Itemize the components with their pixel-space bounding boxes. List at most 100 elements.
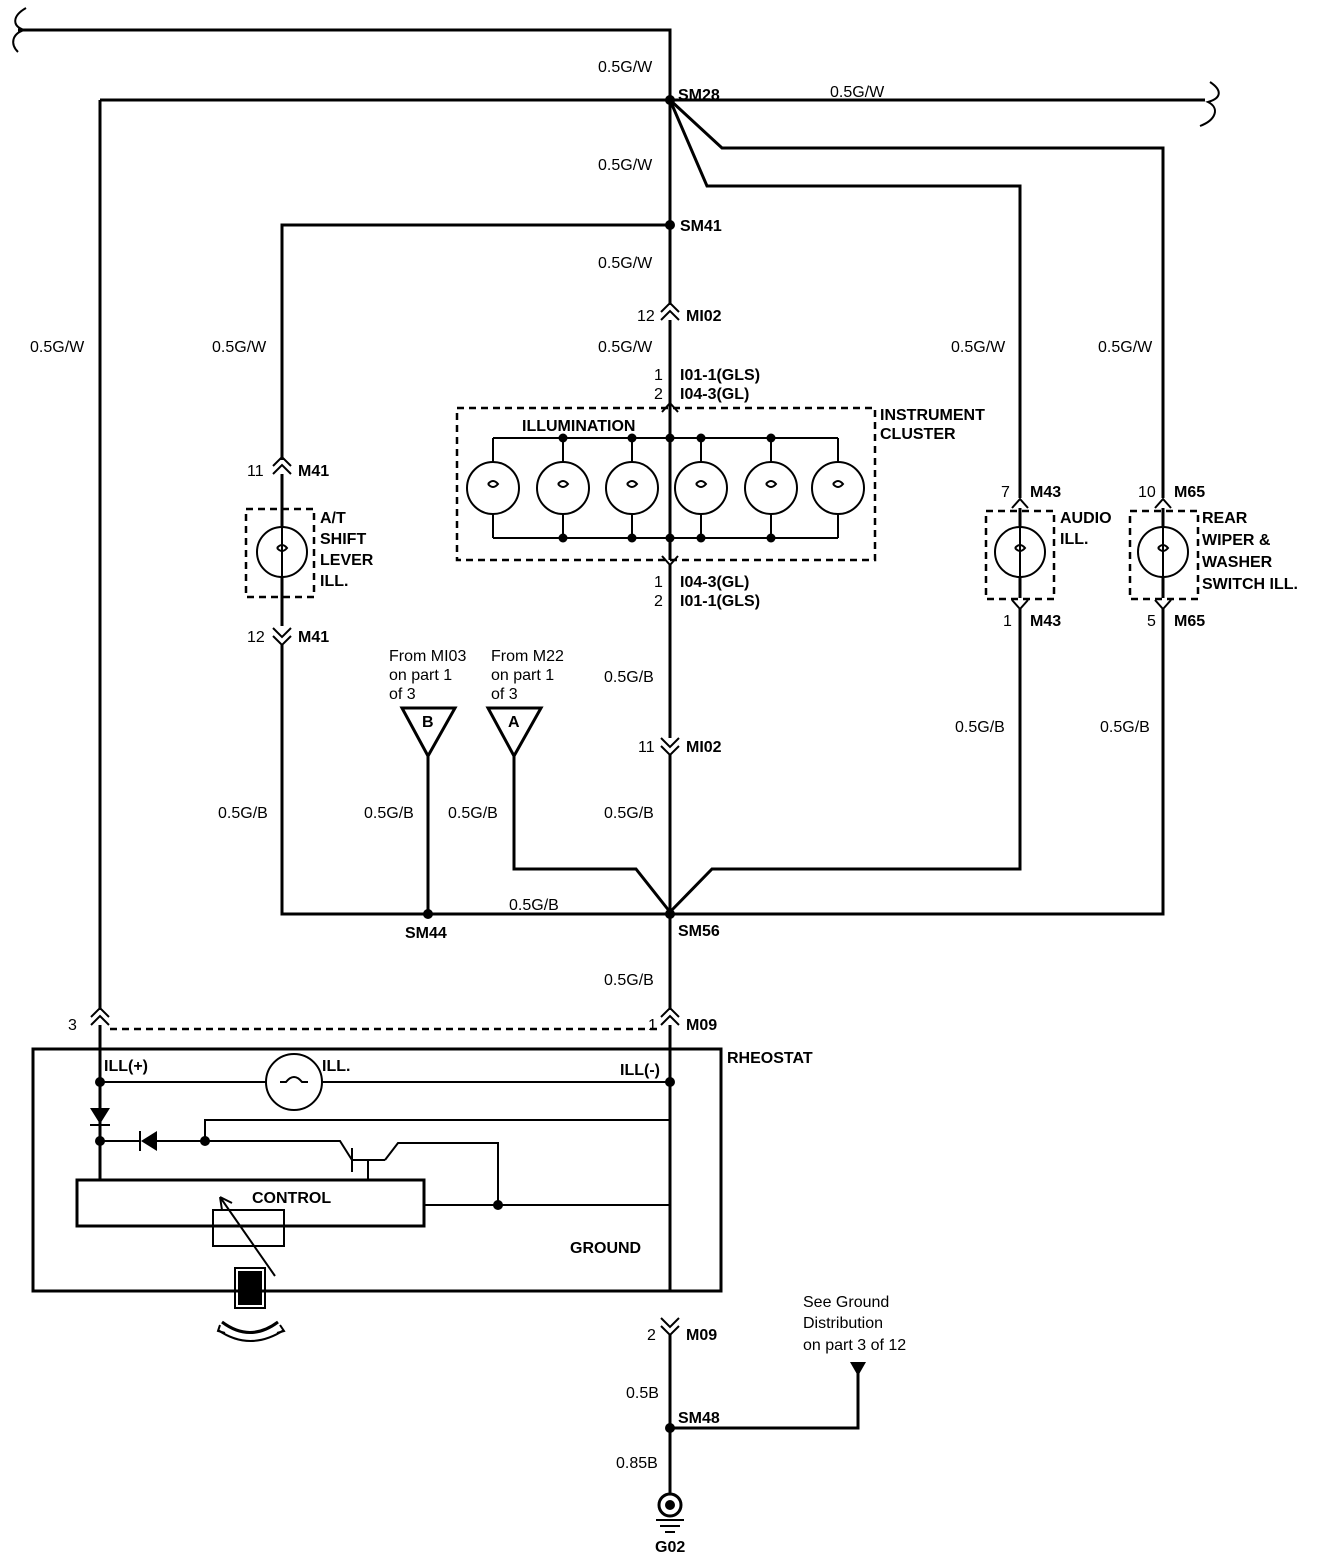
connector-mi02-11: [660, 737, 680, 757]
pin-11-mi02: 11: [638, 739, 655, 756]
connector-m65-5: [1154, 599, 1172, 611]
ground-g02-label: G02: [655, 1539, 685, 1556]
ground-label: GROUND: [570, 1240, 641, 1257]
ref-b-note-1: From MI03: [389, 648, 466, 665]
wire-label-at-top: 0.5G/W: [212, 339, 267, 356]
ground-dist-note-3: on part 3 of 12: [803, 1337, 906, 1354]
diode-horizontal-icon: [141, 1131, 157, 1151]
rheostat-label: RHEOSTAT: [727, 1050, 813, 1067]
wire-label-audio-top: 0.5G/W: [951, 339, 1006, 356]
instrument-cluster-label-2: CLUSTER: [880, 426, 956, 443]
splice-sm41-label: SM41: [680, 218, 722, 235]
connector-m41-bottom-label: M41: [298, 629, 329, 646]
ref-a-note-3: of 3: [491, 686, 518, 703]
wire-label-mi02-cluster: 0.5G/W: [598, 339, 653, 356]
wire-label-left-feed: 0.5G/W: [30, 339, 85, 356]
ref-b-triangle: [399, 706, 458, 760]
connector-m43-top-label: M43: [1030, 484, 1061, 501]
pin-12-m41: 12: [247, 629, 265, 646]
connector-i01-bottom: I01-1(GLS): [680, 593, 760, 610]
diode-vertical-icon: [90, 1108, 110, 1124]
instrument-cluster-label-1: INSTRUMENT: [880, 407, 985, 424]
at-shift-label-2: SHIFT: [320, 531, 366, 548]
pin-2-m09: 2: [647, 1327, 656, 1344]
wire-label-at-bottom: 0.5G/B: [218, 805, 268, 822]
pin-2-cluster-top: 2: [654, 386, 663, 403]
at-shift-label-3: LEVER: [320, 552, 374, 569]
ill-plus-label: ILL(+): [104, 1058, 148, 1075]
illumination-label: ILLUMINATION: [522, 418, 635, 435]
ref-b-note-2: on part 1: [389, 667, 452, 684]
wire-label-top-right: 0.5G/W: [830, 84, 885, 101]
connector-m09-top-label: M09: [686, 1017, 717, 1034]
connector-m65-10: [1154, 497, 1172, 509]
connector-mi02-12: [660, 301, 680, 321]
variable-resistor-arrow-icon: [219, 1196, 276, 1277]
connector-mi02-label-top: MI02: [686, 308, 722, 325]
connector-m43-bottom-label: M43: [1030, 613, 1061, 630]
splice-sm28-dot: [665, 95, 675, 105]
connector-m41-11: [272, 455, 292, 475]
ref-a-note-1: From M22: [491, 648, 564, 665]
splice-sm28-label: SM28: [678, 87, 720, 104]
connector-m65-top-label: M65: [1174, 484, 1205, 501]
connector-m41-12: [272, 627, 292, 647]
splice-sm56-label: SM56: [678, 923, 720, 940]
connector-m43-7: [1011, 497, 1029, 509]
connector-m09-bottom-label: M09: [686, 1327, 717, 1344]
rear-wiper-label-1: REAR: [1202, 510, 1248, 527]
rear-wiper-box: [1128, 509, 1200, 601]
at-shift-label-1: A/T: [320, 510, 346, 527]
wire-label-rear-bottom: 0.5G/B: [1100, 719, 1150, 736]
connector-m09-3: [90, 1006, 110, 1026]
wire-label-audio-bottom: 0.5G/B: [955, 719, 1005, 736]
splice-sm48-label: SM48: [678, 1410, 720, 1427]
ill-minus-label: ILL(-): [620, 1062, 660, 1079]
pin-1-m43: 1: [1003, 613, 1012, 630]
control-label: CONTROL: [252, 1190, 331, 1207]
wire-label-cluster-mi02: 0.5G/B: [604, 669, 654, 686]
wire-label-sm48-g02: 0.85B: [616, 1455, 658, 1472]
connector-m43-1: [1011, 599, 1029, 611]
connector-m09-2: [660, 1317, 680, 1337]
wire-label-sm28-sm41: 0.5G/W: [598, 157, 653, 174]
wire-label-sm41-mi02: 0.5G/W: [598, 255, 653, 272]
wire-label-top: 0.5G/W: [598, 59, 653, 76]
wire-label-rear-top: 0.5G/W: [1098, 339, 1153, 356]
ref-a-triangle: [485, 706, 544, 760]
rear-wiper-label-3: WASHER: [1202, 554, 1273, 571]
pin-1-m09: 1: [648, 1017, 657, 1034]
variable-resistor: [212, 1209, 285, 1247]
wire-label-m09-sm48: 0.5B: [626, 1385, 659, 1402]
connector-m09-1: [660, 1006, 680, 1026]
pin-1-cluster-top: 1: [654, 367, 663, 384]
wire-label-ref-b: 0.5G/B: [364, 805, 414, 822]
instrument-cluster-box: [455, 406, 877, 562]
at-shift-label-4: ILL.: [320, 573, 348, 590]
connector-i04-bottom: I04-3(GL): [680, 574, 749, 591]
rheostat-box: [31, 1047, 723, 1293]
ill-label: ILL.: [322, 1058, 350, 1075]
dimmer-knob-icon: [216, 1267, 286, 1342]
splice-sm44-label: SM44: [405, 925, 447, 942]
wire-label-mi02-sm56: 0.5G/B: [604, 805, 654, 822]
wire-label-sm56-m09: 0.5G/B: [604, 972, 654, 989]
cluster-bulbs: [466, 433, 865, 543]
control-block: [75, 1178, 426, 1228]
pin-11-m41: 11: [247, 463, 264, 480]
pin-7-m43: 7: [1001, 484, 1010, 501]
wire-label-ref-a: 0.5G/B: [448, 805, 498, 822]
splice-sm44-dot: [423, 909, 433, 919]
rheostat-ill-bulb-icon: [265, 1053, 323, 1111]
pin-2-cluster-bottom: 2: [654, 593, 663, 610]
pin-1-cluster-bottom: 1: [654, 574, 663, 591]
pin-3-m09: 3: [68, 1017, 77, 1034]
at-shift-box: [244, 507, 316, 599]
rear-wiper-label-4: SWITCH ILL.: [1202, 576, 1298, 593]
ref-b-note-3: of 3: [389, 686, 416, 703]
audio-box: [984, 509, 1056, 601]
ref-b-letter: B: [422, 714, 434, 731]
audio-label-1: AUDIO: [1060, 510, 1112, 527]
connector-m41-top-label: M41: [298, 463, 329, 480]
